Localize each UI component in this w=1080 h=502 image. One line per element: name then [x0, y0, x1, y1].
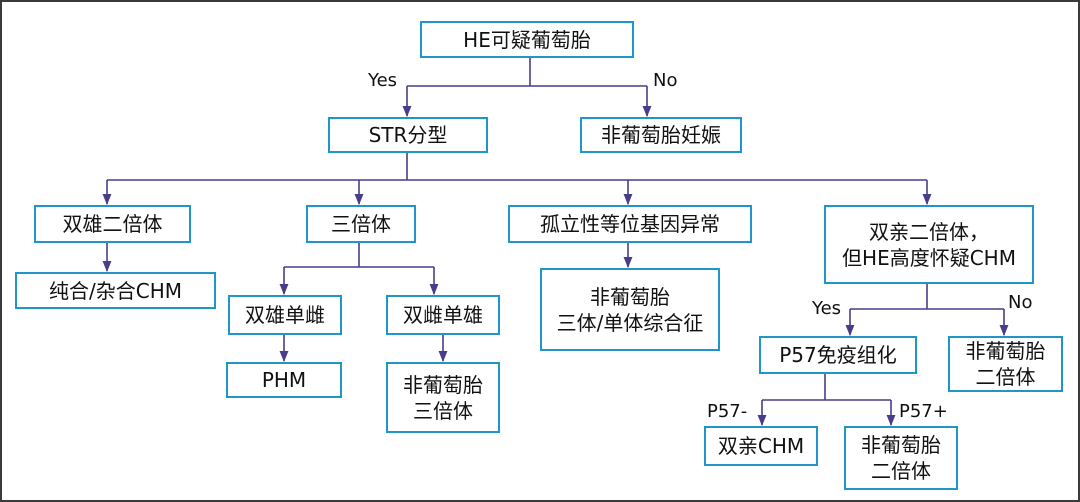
node-text: 非葡萄胎: [590, 284, 670, 309]
node-text: 双亲CHM: [717, 434, 805, 458]
node-text: 纯合/杂合CHM: [49, 278, 182, 303]
node-pure-hybrid-chm: 纯合/杂合CHM: [15, 272, 216, 309]
label-yes: Yes: [812, 298, 842, 319]
node-text: 但HE高度怀疑CHM: [842, 245, 1016, 270]
node-text: 非葡萄胎: [861, 433, 941, 457]
node-non-molar-diploid: 非葡萄胎 二倍体: [948, 336, 1063, 392]
node-phm: PHM: [226, 362, 342, 398]
p57-split-line: [762, 374, 891, 401]
node-triploid: 三倍体: [306, 205, 416, 243]
node-text: 三体/单体综合征: [556, 310, 704, 335]
node-text: 双雄二倍体: [62, 212, 163, 236]
root-split-line: [407, 58, 647, 87]
label-p57-positive: P57+: [899, 401, 948, 422]
label-p57-negative: P57-: [707, 401, 748, 422]
label-yes: Yes: [368, 70, 398, 91]
node-text: 双雄单雌: [245, 303, 325, 327]
node-biparental-diploid: 双亲二倍体， 但HE高度怀疑CHM: [824, 205, 1034, 284]
triploid-split-line: [284, 243, 434, 268]
node-text: 非葡萄胎: [403, 372, 483, 397]
node-str-typing: STR分型: [328, 117, 488, 153]
node-text: 非葡萄胎妊娠: [601, 123, 721, 147]
node-text: 三倍体: [413, 398, 473, 423]
label-no: No: [653, 70, 678, 91]
node-text: 双亲二倍体，: [869, 219, 989, 244]
node-digynic-monoandric: 双雌单雄: [386, 295, 500, 335]
str-split-line: [107, 153, 927, 181]
node-text: 三倍体: [331, 212, 391, 236]
node-non-molar-pregnancy: 非葡萄胎妊娠: [580, 117, 742, 153]
node-text: P57免疫组化: [779, 343, 897, 367]
node-non-molar-trisomy: 非葡萄胎 三体/单体综合征: [540, 268, 720, 351]
biparental-split-line: [850, 284, 1004, 310]
node-text: PHM: [261, 368, 307, 392]
node-diandric-monogynic: 双雄单雌: [228, 295, 342, 335]
node-text: STR分型: [368, 123, 448, 147]
node-text: 二倍体: [975, 365, 1036, 389]
node-p57-ihc: P57免疫组化: [759, 336, 917, 374]
node-text: 孤立性等位基因异常: [540, 212, 720, 236]
node-text: HE可疑葡萄胎: [463, 27, 591, 52]
label-no: No: [1008, 292, 1033, 313]
node-diandric-diploid: 双雄二倍体: [34, 205, 191, 243]
node-isolated-allelic-abnormality: 孤立性等位基因异常: [508, 205, 752, 243]
node-non-molar-triploid: 非葡萄胎 三倍体: [386, 362, 500, 433]
node-he-suspected-mole: HE可疑葡萄胎: [420, 21, 634, 58]
node-text: 非葡萄胎: [965, 339, 1046, 363]
node-non-molar-diploid: 非葡萄胎 二倍体: [844, 426, 958, 490]
node-text: 二倍体: [871, 459, 931, 483]
node-biparental-chm: 双亲CHM: [704, 426, 818, 466]
node-text: 双雌单雄: [403, 303, 483, 327]
